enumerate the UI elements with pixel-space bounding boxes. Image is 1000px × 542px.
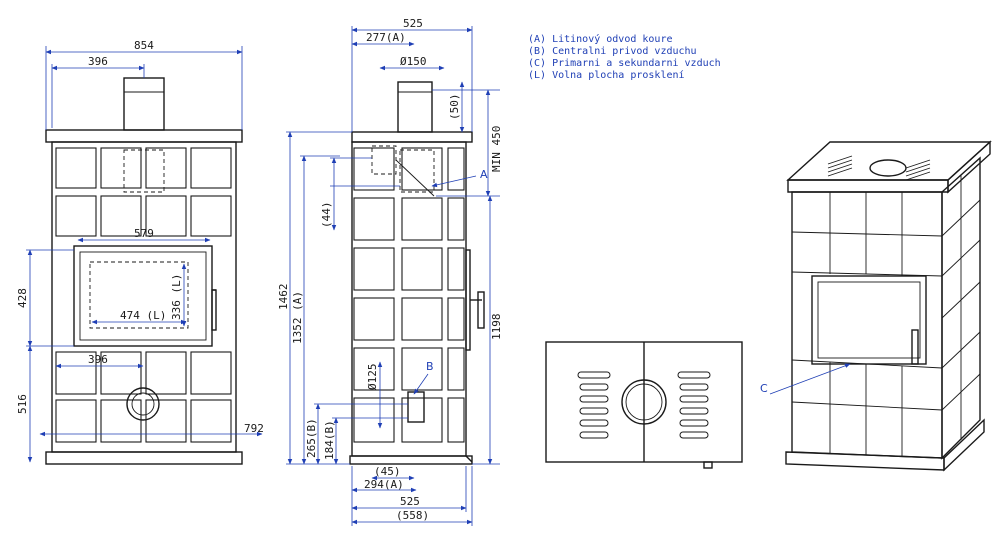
side-tile-grid xyxy=(353,147,465,443)
iso-front xyxy=(791,191,943,459)
dim-door-width: 579 xyxy=(134,227,154,240)
dim-overall-depth: (558) xyxy=(396,509,429,522)
legend-item-a: (A) Litinový odvod koure xyxy=(528,33,673,45)
tile-grid xyxy=(55,147,232,443)
top-flue-opening xyxy=(621,379,667,425)
side-cornice xyxy=(351,131,473,143)
fire-door xyxy=(73,245,213,347)
label-a: A xyxy=(480,168,488,181)
isometric-view: C xyxy=(760,140,992,472)
legend: (A) Litinový odvod koure (B) Centralni p… xyxy=(528,33,721,81)
iso-door xyxy=(811,275,927,365)
dim-door-height: 428 xyxy=(16,288,29,308)
dim-glass-width: 474 (L) xyxy=(120,309,166,322)
front-dimensions: 854 396 579 474 (L) 336 (L) 428 516 396 … xyxy=(16,39,264,463)
dim-base-width: 792 xyxy=(244,422,264,435)
iso-flue xyxy=(869,159,907,177)
door-handle xyxy=(211,289,217,331)
glass-area xyxy=(89,261,189,329)
iso-top xyxy=(786,141,992,181)
flue-pipe xyxy=(123,77,165,131)
dim-top-tile: 1198 xyxy=(490,314,503,341)
legend-item-c: (C) Primarni a sekundarni vzduch xyxy=(528,58,721,69)
dim-width: 854 xyxy=(134,39,154,52)
base-plinth xyxy=(45,451,243,465)
side-view: A B 525 277(A) Ø150 (50) MIN 450 (44) xyxy=(277,17,503,526)
dim-depth: 525 xyxy=(403,17,423,30)
iso-side-tiles xyxy=(941,175,981,440)
side-flue xyxy=(397,81,433,133)
dim-outlet-height: 1352 (A) xyxy=(291,291,304,344)
dim-air-offset: 396 xyxy=(88,353,108,366)
dim-flue-offset: 396 xyxy=(88,55,108,68)
dim-flue-pos: 294(A) xyxy=(364,478,404,491)
iso-front-tiles xyxy=(791,192,943,456)
dim-total-height: 1462 xyxy=(277,284,290,311)
label-b: B xyxy=(426,360,434,373)
dim-inlet-height: 265(B) xyxy=(305,418,318,458)
dim-depth-45: (45) xyxy=(374,465,401,478)
iso-side xyxy=(941,156,981,460)
legend-item-b: (B) Centralni privod vzduchu xyxy=(528,46,697,57)
dim-offset-44: (44) xyxy=(320,202,333,229)
dim-flue-dia: Ø150 xyxy=(400,55,427,68)
air-control xyxy=(126,387,160,421)
dim-inlet-dia: Ø125 xyxy=(366,364,379,391)
side-dimensions: 525 277(A) Ø150 (50) MIN 450 (44) 1462 1… xyxy=(277,17,503,526)
top-view xyxy=(545,341,743,469)
iso-vents xyxy=(827,155,931,181)
dim-bottom-depth: 525 xyxy=(400,495,420,508)
dim-lower-height: 516 xyxy=(16,394,29,414)
side-base xyxy=(349,455,473,465)
front-view: 854 396 579 474 (L) 336 (L) 428 516 396 … xyxy=(16,39,264,465)
dim-inlet-height2: 184(B) xyxy=(323,420,336,460)
legend-item-l: (L) Volna plocha prosklení xyxy=(528,69,685,81)
left-vents xyxy=(577,371,611,439)
dim-glass-height: 336 (L) xyxy=(170,274,183,320)
dim-min-height: MIN 450 xyxy=(490,126,503,172)
label-c: C xyxy=(760,382,768,395)
dim-flue-depth: 277(A) xyxy=(366,31,406,44)
iso-base xyxy=(785,451,945,471)
top-cornice xyxy=(45,129,243,143)
side-handle xyxy=(465,249,471,351)
dim-flue-top: (50) xyxy=(448,94,461,121)
right-vents xyxy=(677,371,711,439)
